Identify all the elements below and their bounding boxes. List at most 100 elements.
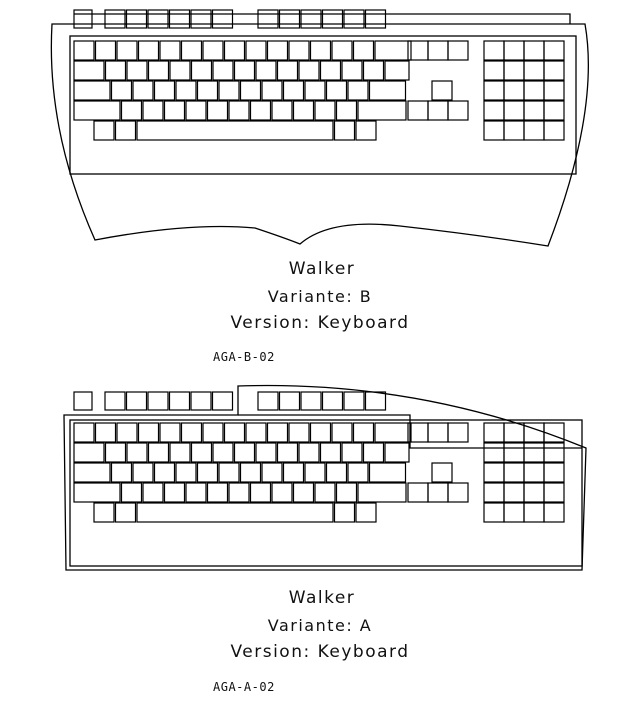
esc-key bbox=[73, 391, 93, 411]
key bbox=[249, 482, 272, 503]
key bbox=[110, 462, 133, 483]
key bbox=[276, 442, 299, 463]
key bbox=[93, 502, 115, 523]
key bbox=[368, 80, 407, 101]
key bbox=[362, 442, 385, 463]
numpad-key bbox=[503, 80, 525, 101]
key bbox=[282, 80, 305, 101]
numpad-key bbox=[523, 40, 545, 61]
key bbox=[245, 40, 267, 61]
key bbox=[169, 442, 191, 463]
key bbox=[355, 502, 377, 523]
model-name-label: Walker bbox=[288, 259, 356, 279]
arrow-key bbox=[407, 100, 429, 121]
function-key bbox=[104, 391, 126, 411]
arrow-key bbox=[447, 100, 469, 121]
numpad-key bbox=[523, 462, 545, 483]
function-key bbox=[364, 391, 387, 411]
keyboard-case-outline bbox=[238, 414, 582, 449]
key bbox=[292, 482, 315, 503]
key bbox=[271, 482, 293, 503]
key bbox=[333, 502, 356, 523]
key bbox=[249, 100, 272, 121]
version-label: Version: Keyboard bbox=[230, 313, 410, 333]
key bbox=[255, 442, 277, 463]
key bbox=[282, 462, 305, 483]
numpad-key bbox=[483, 80, 505, 101]
key bbox=[223, 40, 246, 61]
key bbox=[180, 422, 203, 443]
numpad-key bbox=[503, 120, 525, 141]
numpad-key bbox=[483, 120, 505, 141]
nav-key bbox=[427, 40, 449, 61]
key bbox=[73, 60, 105, 81]
function-key bbox=[300, 9, 322, 29]
key bbox=[335, 100, 358, 121]
function-key bbox=[257, 391, 279, 411]
numpad-key bbox=[483, 60, 505, 81]
key-cluster bbox=[73, 391, 565, 523]
numpad-key bbox=[543, 80, 565, 101]
function-key bbox=[125, 391, 148, 411]
key bbox=[333, 120, 356, 141]
key bbox=[116, 422, 138, 443]
key bbox=[218, 462, 240, 483]
key bbox=[228, 482, 250, 503]
numpad-key bbox=[523, 442, 545, 463]
key bbox=[266, 422, 289, 443]
key bbox=[331, 422, 353, 443]
numpad-key bbox=[543, 422, 565, 443]
function-key bbox=[147, 391, 169, 411]
key bbox=[374, 422, 412, 443]
numpad-key bbox=[483, 482, 505, 503]
numpad-key bbox=[543, 462, 565, 483]
key bbox=[325, 462, 348, 483]
key-frame-box bbox=[69, 35, 577, 175]
function-key bbox=[104, 9, 126, 29]
key bbox=[384, 60, 410, 81]
key bbox=[110, 80, 133, 101]
keyboard-case-outline bbox=[63, 384, 587, 571]
key-frame-box bbox=[69, 419, 583, 567]
key bbox=[304, 80, 326, 101]
key bbox=[147, 60, 170, 81]
key bbox=[73, 40, 95, 61]
function-key bbox=[278, 9, 301, 29]
key bbox=[185, 482, 207, 503]
key bbox=[147, 442, 170, 463]
numpad-key bbox=[483, 100, 505, 121]
key bbox=[175, 80, 197, 101]
arrow-key bbox=[427, 100, 449, 121]
key bbox=[94, 40, 117, 61]
numpad-key bbox=[503, 462, 525, 483]
function-key bbox=[257, 9, 279, 29]
key bbox=[239, 462, 262, 483]
key bbox=[132, 462, 154, 483]
numpad-key bbox=[523, 60, 545, 81]
key bbox=[206, 482, 229, 503]
key bbox=[202, 40, 224, 61]
key bbox=[335, 482, 358, 503]
key bbox=[126, 60, 148, 81]
key bbox=[73, 462, 111, 483]
key bbox=[233, 60, 256, 81]
version-label: Version: Keyboard bbox=[230, 642, 410, 662]
key bbox=[104, 442, 127, 463]
keyboard-case-outline bbox=[50, 23, 589, 247]
key bbox=[255, 60, 277, 81]
esc-key bbox=[73, 9, 93, 29]
function-key bbox=[278, 391, 301, 411]
key bbox=[73, 422, 95, 443]
key bbox=[261, 462, 283, 483]
key bbox=[357, 100, 407, 121]
key bbox=[292, 100, 315, 121]
key bbox=[239, 80, 262, 101]
numpad-key bbox=[543, 502, 565, 523]
key bbox=[137, 40, 160, 61]
key bbox=[304, 462, 326, 483]
key bbox=[163, 100, 186, 121]
numpad-key bbox=[543, 482, 565, 503]
key bbox=[288, 40, 310, 61]
key bbox=[212, 60, 234, 81]
key bbox=[93, 120, 115, 141]
